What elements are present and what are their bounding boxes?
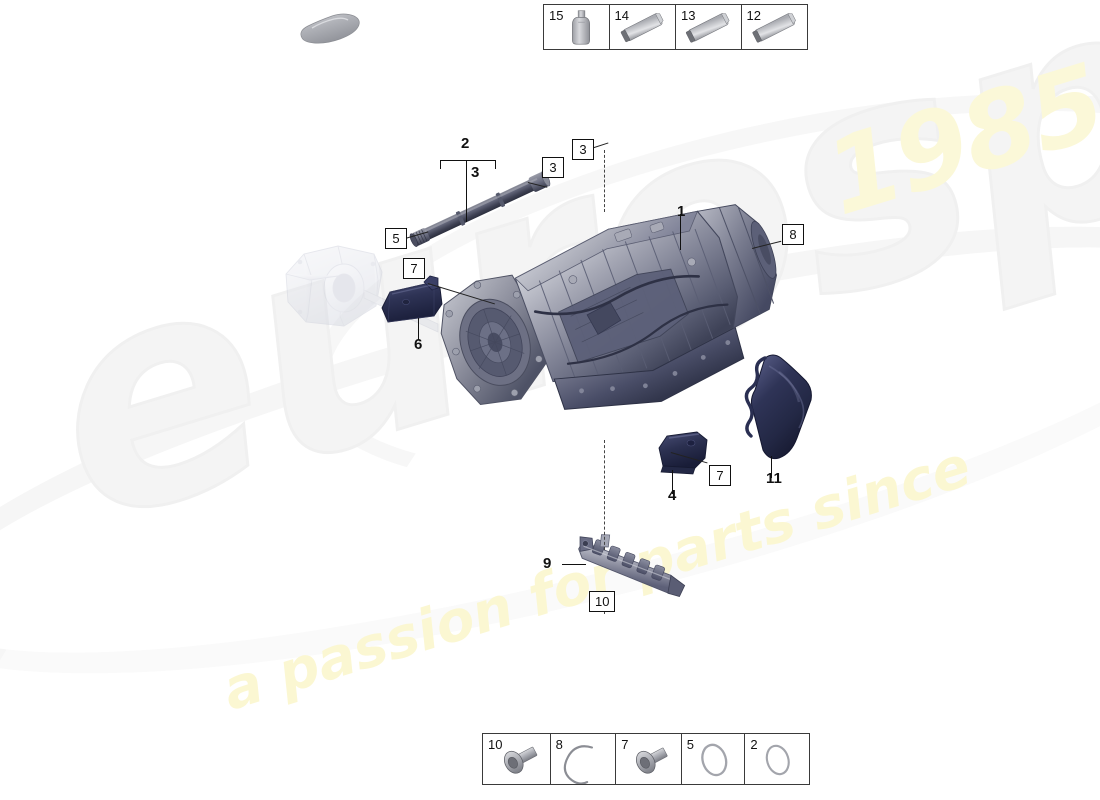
callout-7-boxed-upper[interactable]: 7 [403, 258, 425, 279]
callout-9[interactable]: 9 [543, 555, 552, 572]
sealant-tube-icon [751, 13, 796, 43]
callout-3-boxed-near[interactable]: 3 [542, 157, 564, 178]
vehicle-silhouette [290, 8, 362, 54]
oil-bottle-icon [572, 10, 590, 45]
callout-3-boxed-far[interactable]: 3 [572, 139, 594, 160]
wiring-harness-holder [570, 534, 690, 604]
legend-cell-2[interactable]: 2 [745, 734, 809, 784]
legend-number: 13 [681, 8, 696, 23]
sealant-tube-icon [620, 13, 663, 43]
differential-housing-ghost [278, 232, 458, 352]
callout-8-boxed[interactable]: 8 [782, 224, 804, 245]
callout-1[interactable]: 1 [677, 203, 686, 220]
legend-cell-14[interactable]: 14 [610, 5, 676, 49]
heat-shield-large [735, 350, 825, 465]
legend-cell-8[interactable]: 8 [551, 734, 617, 784]
callout-3-bold[interactable]: 3 [471, 164, 480, 181]
callout-4[interactable]: 4 [668, 487, 677, 504]
legend-number: 10 [488, 737, 503, 752]
callout-6[interactable]: 6 [414, 336, 423, 353]
part-2-bracket [440, 160, 496, 169]
legend-number: 12 [746, 8, 761, 23]
heat-shield-small [653, 428, 715, 476]
watermark-year: 1985 [812, 40, 1100, 240]
top-legend: 15 14 [543, 4, 808, 50]
legend-cell-15[interactable]: 15 [544, 5, 610, 49]
callout-11[interactable]: 11 [766, 470, 782, 487]
leader-line-9 [562, 564, 586, 566]
callout-5-boxed[interactable]: 5 [385, 228, 407, 249]
heat-shield-bracket [378, 272, 456, 330]
legend-number: 2 [750, 737, 758, 752]
callout-2[interactable]: 2 [461, 135, 470, 152]
hex-bolt-icon [636, 747, 668, 774]
legend-cell-13[interactable]: 13 [676, 5, 742, 49]
legend-cell-7[interactable]: 7 [616, 734, 682, 784]
legend-cell-10[interactable]: 10 [483, 734, 551, 784]
leader-line-2 [465, 160, 467, 222]
legend-number: 8 [555, 737, 563, 752]
legend-number: 14 [614, 8, 629, 23]
o-ring-icon [766, 744, 791, 776]
bottom-legend: 10 8 7 [482, 733, 810, 785]
sealant-tube-icon [685, 13, 730, 43]
legend-number: 7 [621, 737, 629, 752]
hex-bolt-icon [503, 746, 538, 774]
transmission-housing [440, 196, 805, 451]
centerline-lower [604, 440, 605, 550]
o-ring-icon [700, 743, 728, 777]
callout-10-boxed[interactable]: 10 [589, 591, 616, 612]
centerline-upper [604, 150, 605, 212]
legend-number: 15 [549, 8, 564, 23]
callout-7-boxed-lower[interactable]: 7 [709, 465, 731, 486]
legend-cell-5[interactable]: 5 [682, 734, 746, 784]
legend-cell-12[interactable]: 12 [742, 5, 808, 49]
retaining-clip-icon [563, 745, 593, 784]
legend-number: 5 [686, 737, 695, 752]
